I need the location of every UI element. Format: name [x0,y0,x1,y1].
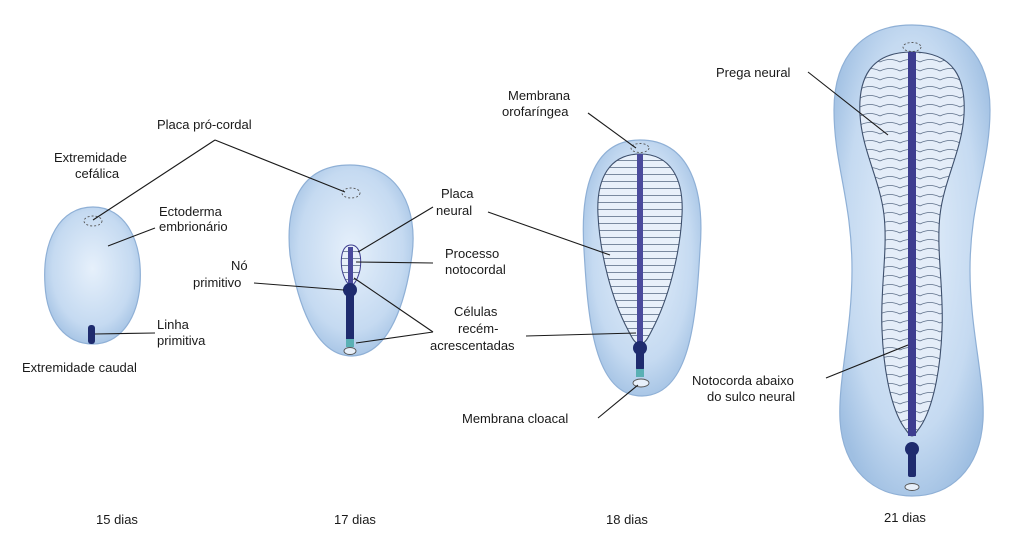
label-celulas-1: Células [454,304,498,319]
embryo-15-days [44,206,141,345]
notochord-18 [637,154,643,344]
stage-label-18: 18 dias [606,512,648,527]
stage-label-21: 21 dias [884,510,926,525]
label-membrana-orofaringea-2: orofaríngea [502,104,569,119]
label-ectoderma-2: embrionário [159,219,228,234]
label-placa-neural-2: neural [436,203,472,218]
label-extremidade-caudal: Extremidade caudal [22,360,137,375]
cloacal-membrane-21 [904,483,920,491]
primitive-streak-17 [346,293,354,341]
notochord-21 [908,52,916,436]
embryo-21-days [833,24,991,497]
oropharyngeal-membrane-21 [902,42,922,52]
label-linha-primitiva-1: Linha [157,317,190,332]
label-membrana-cloacal: Membrana cloacal [462,411,568,426]
primitive-streak-18 [636,350,644,370]
primitive-streak-15 [88,325,95,344]
label-placa-pro-cordal: Placa pró-cordal [157,117,252,132]
procordal-plate-17 [341,187,361,199]
label-membrana-orofaringea-1: Membrana [508,88,571,103]
stage-label-15: 15 dias [96,512,138,527]
procordal-plate-15 [83,215,103,227]
new-cells-17 [346,339,354,347]
label-no-primitivo-1: Nó [231,258,248,273]
label-notocorda-1: Notocorda abaixo [692,373,794,388]
stage-label-17: 17 dias [334,512,376,527]
label-processo-notocordal-1: Processo [445,246,499,261]
label-placa-neural-1: Placa [441,186,474,201]
label-prega-neural: Prega neural [716,65,791,80]
new-cells-18 [636,369,644,377]
label-celulas-3: acrescentadas [430,338,515,353]
labels: Extremidade cefálica Placa pró-cordal Ec… [22,65,926,527]
label-extremidade-cefalica-1: Extremidade [54,150,127,165]
primitive-node-17 [343,283,357,297]
cloacal-membrane-17 [343,347,357,355]
label-linha-primitiva-2: primitiva [157,333,206,348]
leader-lines [92,71,909,419]
notochordal-process-17 [348,247,353,287]
embryo-17-days [288,164,414,357]
embryo-15-outline [44,206,141,345]
label-extremidade-cefalica-2: cefálica [75,166,120,181]
embryo-18-days [582,139,702,397]
label-no-primitivo-2: primitivo [193,275,241,290]
cloacal-membrane-18 [632,378,650,388]
label-celulas-2: recém- [458,321,498,336]
label-ectoderma-1: Ectoderma [159,204,223,219]
label-processo-notocordal-2: notocordal [445,262,506,277]
primitive-streak-21 [908,451,916,477]
oropharyngeal-membrane-18 [630,143,650,153]
label-notocorda-2: do sulco neural [707,389,795,404]
